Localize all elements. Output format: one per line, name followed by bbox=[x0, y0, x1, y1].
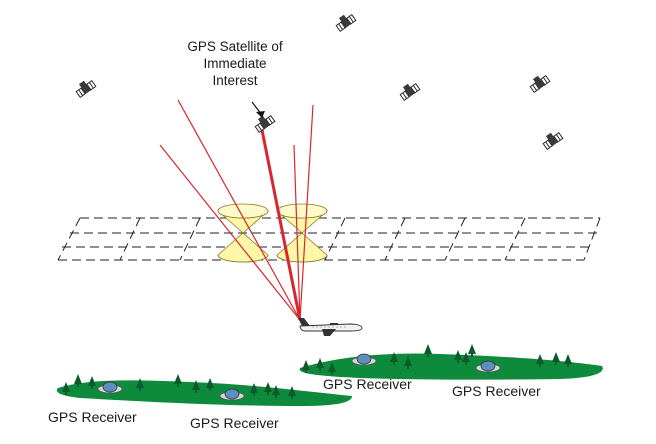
callout-arrow bbox=[251, 101, 265, 118]
receiver-label: GPS Receiver bbox=[190, 415, 279, 431]
airplane-icon bbox=[298, 318, 363, 336]
satellite-callout-label: GPS Satellite of Immediate Interest bbox=[160, 38, 310, 89]
receiver-label: GPS Receiver bbox=[48, 409, 137, 425]
grid-layer bbox=[57, 217, 601, 261]
satellite-icon bbox=[333, 10, 357, 33]
callout-line: GPS Satellite of bbox=[187, 39, 283, 54]
satellite-icon bbox=[252, 111, 276, 134]
satellite-icon bbox=[527, 71, 551, 94]
callout-line: Immediate bbox=[203, 56, 267, 71]
satellite-icon bbox=[540, 128, 564, 151]
ground-strip-left bbox=[56, 380, 352, 406]
callout-line: Interest bbox=[212, 73, 258, 88]
receiver-label: GPS Receiver bbox=[452, 383, 541, 399]
satellite-icon bbox=[73, 76, 97, 99]
receiver-label: GPS Receiver bbox=[323, 376, 412, 392]
satellite-icon bbox=[397, 79, 421, 102]
signal-paths bbox=[159, 99, 314, 321]
